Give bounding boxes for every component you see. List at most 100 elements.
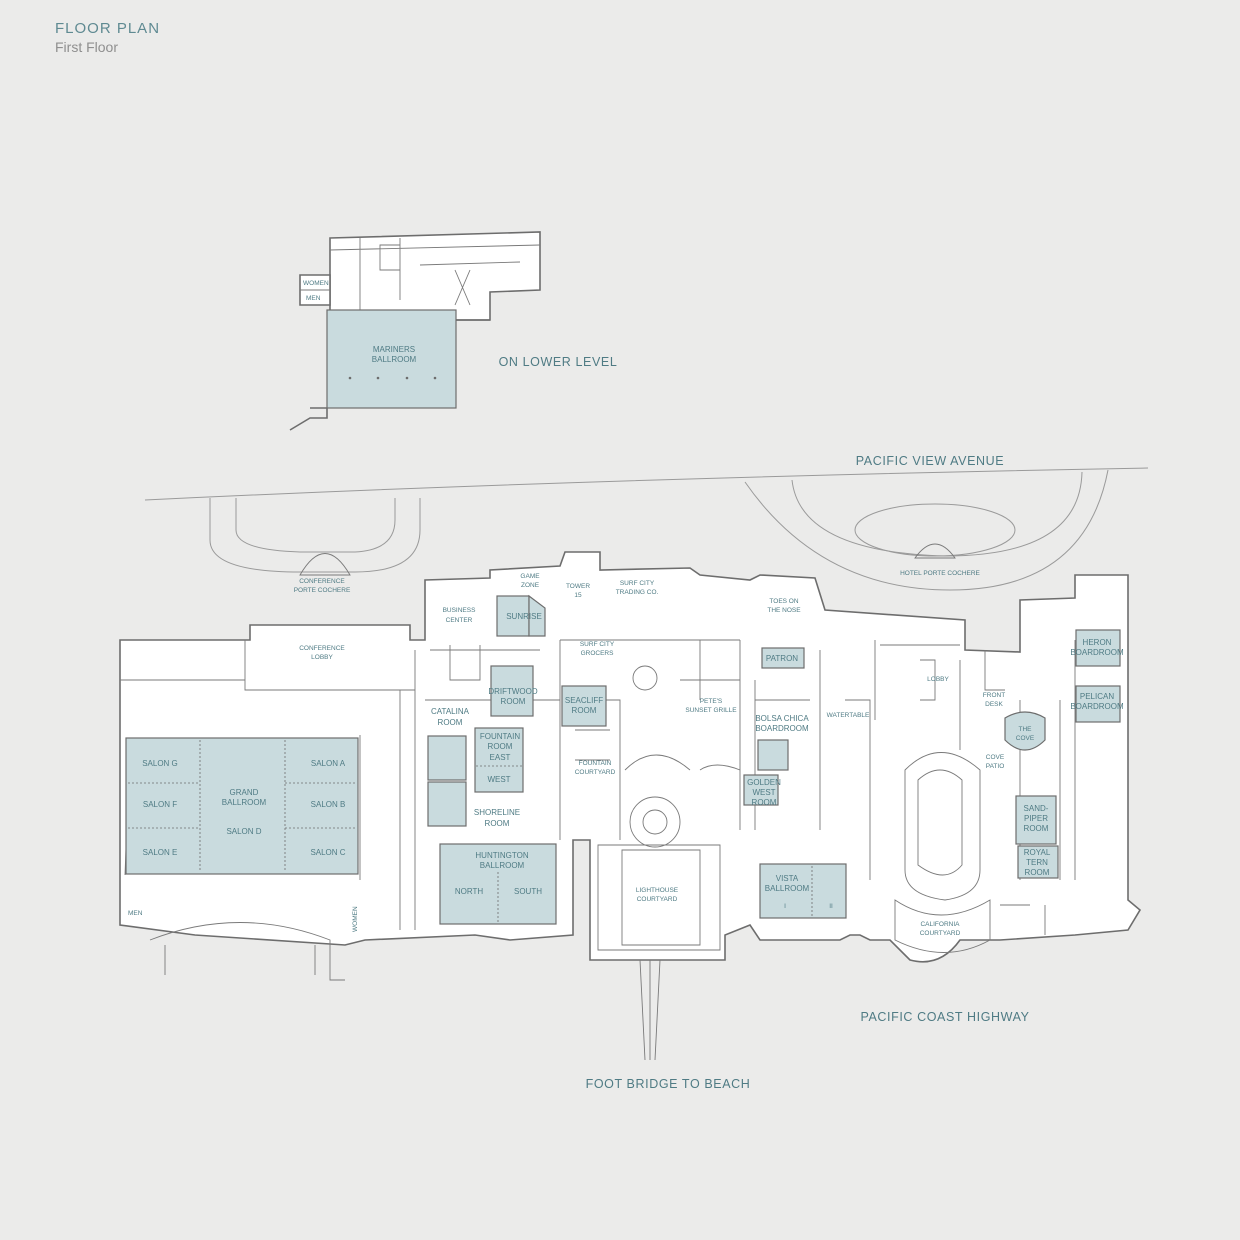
page-subtitle: First Floor [55, 39, 118, 55]
sandpiper-label-1: SAND- [1024, 804, 1049, 813]
fountain-west-label: WEST [487, 775, 510, 784]
streets [144, 467, 1149, 591]
catalina-room-a [427, 735, 467, 781]
tower-label-2: 15 [574, 592, 582, 599]
lighthouse-label-2: COURTYARD [637, 896, 678, 903]
page-title: FLOOR PLAN [55, 20, 161, 37]
sunrise-room [496, 595, 530, 637]
vista-ii-label: II [829, 903, 833, 910]
catalina-label-2: ROOM [438, 718, 463, 727]
the-cove [1004, 711, 1046, 751]
fountain-label-2: ROOM [488, 742, 513, 751]
south-label: SOUTH [514, 887, 542, 896]
pelican-label-1: PELICAN [1080, 692, 1114, 701]
grand-ballroom-label-2: BALLROOM [222, 798, 267, 807]
driftwood-room [490, 665, 534, 717]
driftwood-label-1: DRIFTWOOD [488, 687, 538, 696]
hotel-porte-cochere-label: HOTEL PORTE COCHERE [900, 570, 980, 577]
seacliff-label-1: SEACLIFF [565, 696, 603, 705]
business-center-label-1: BUSINESS [443, 607, 477, 614]
front-desk-label-2: DESK [985, 701, 1003, 708]
salon-d-label: SALON D [226, 827, 261, 836]
surf-grocers-label-2: GROCERS [581, 650, 615, 657]
page-header: FLOOR PLAN First Floor [55, 20, 160, 55]
lower-level-label: ON LOWER LEVEL [499, 355, 618, 369]
bolsa-chica-boardroom [757, 739, 789, 771]
huntington-label-2: BALLROOM [480, 861, 525, 870]
bolsa-label-1: BOLSA CHICA [755, 714, 809, 723]
fountain-courtyard-label-1: FOUNTAIN [579, 760, 612, 767]
vista-label-2: BALLROOM [765, 884, 810, 893]
golden-label-3: ROOM [752, 798, 777, 807]
heron-boardroom [1075, 629, 1121, 667]
sandpiper-label-3: ROOM [1024, 824, 1049, 833]
golden-label-1: GOLDEN [747, 778, 781, 787]
shoreline-label-1: SHORELINE [474, 808, 520, 817]
north-label: NORTH [455, 887, 484, 896]
salon-a-label: SALON A [311, 759, 346, 768]
foot-bridge-label: FOOT BRIDGE TO BEACH [586, 1077, 751, 1091]
vista-ballroom [759, 863, 847, 919]
seacliff-label-2: ROOM [572, 706, 597, 715]
royal-tern-label-1: ROYAL [1024, 848, 1051, 857]
vista-i-label: I [784, 903, 786, 910]
surf-trading-label-1: SURF CITY [620, 580, 655, 587]
golden-west-room [743, 774, 779, 806]
sandpiper-label-2: PIPER [1024, 814, 1048, 823]
royal-tern-room [1017, 845, 1059, 879]
mariners-ballroom [326, 309, 457, 409]
seacliff-room [561, 685, 607, 727]
conference-porte-label-1: CONFERENCE [299, 578, 345, 585]
bolsa-label-2: BOARDROOM [755, 724, 809, 733]
lower-level-plan: WOMEN MEN MARINERS BALLROOM [289, 231, 541, 431]
game-zone-label-2: ZONE [521, 582, 540, 589]
toes-label-2: THE NOSE [767, 607, 801, 614]
room-labels: SALON G SALON F SALON E GRAND BALLROOM S… [128, 570, 1124, 937]
fountain-room [474, 727, 524, 793]
the-cove-label-2: COVE [1016, 735, 1035, 742]
shoreline-label-2: ROOM [485, 819, 510, 828]
pelican-boardroom [1075, 685, 1121, 723]
salon-f-label: SALON F [143, 800, 177, 809]
heron-label-2: BOARDROOM [1070, 648, 1124, 657]
patron-label: PATRON [766, 654, 798, 663]
tower-label-1: TOWER [566, 583, 590, 590]
catalina-room-b [427, 781, 467, 827]
salon-g-label: SALON G [142, 759, 178, 768]
the-cove-label-1: THE [1019, 726, 1033, 733]
golden-label-2: WEST [752, 788, 775, 797]
lighthouse-label-1: LIGHTHOUSE [636, 887, 679, 894]
vista-label-1: VISTA [776, 874, 799, 883]
salon-b-label: SALON B [311, 800, 346, 809]
grand-ballroom [125, 737, 359, 875]
watertable-label: WATERTABLE [827, 712, 870, 719]
surf-trading-label-2: TRADING CO. [616, 589, 659, 596]
game-zone-label-1: GAME [520, 573, 540, 580]
mariners-label-2: BALLROOM [372, 355, 417, 364]
california-label-1: CALIFORNIA [920, 921, 960, 928]
highlighted-rooms [125, 594, 1121, 925]
fountain-courtyard-label-2: COURTYARD [575, 769, 616, 776]
sandpiper-room [1015, 795, 1057, 845]
patron-room [761, 647, 805, 669]
conference-porte-label-2: PORTE COCHERE [294, 587, 351, 594]
pacific-coast-highway-label: PACIFIC COAST HIGHWAY [860, 1010, 1029, 1024]
heron-label-1: HERON [1083, 638, 1112, 647]
royal-tern-label-2: TERN [1026, 858, 1048, 867]
california-label-2: COURTYARD [920, 930, 961, 937]
women-label: WOMEN [352, 906, 359, 932]
fountain-label-1: FOUNTAIN [480, 732, 521, 741]
toes-label-1: TOES ON [769, 598, 798, 605]
cove-patio-label-1: COVE [986, 754, 1005, 761]
pelican-label-2: BOARDROOM [1070, 702, 1124, 711]
men-label: MEN [128, 910, 143, 917]
pacific-view-avenue-label: PACIFIC VIEW AVENUE [856, 454, 1004, 468]
conference-lobby-label-2: LOBBY [311, 654, 333, 661]
surf-grocers-label-1: SURF CITY [580, 641, 615, 648]
business-center-label-2: CENTER [446, 617, 473, 624]
royal-tern-label-3: ROOM [1025, 868, 1050, 877]
fountain-label-3: EAST [490, 753, 511, 762]
huntington-label-1: HUNTINGTON [475, 851, 528, 860]
sunrise-label: SUNRISE [506, 612, 542, 621]
